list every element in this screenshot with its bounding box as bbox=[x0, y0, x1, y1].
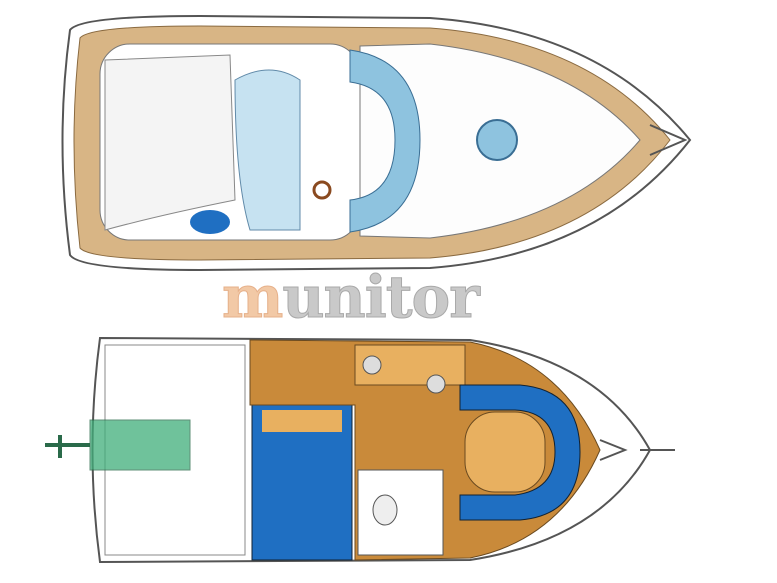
deck-plan-top-view bbox=[61, 14, 692, 272]
cockpit-seat bbox=[190, 210, 230, 234]
toilet bbox=[372, 494, 398, 526]
hatch bbox=[476, 119, 518, 161]
watermark-logo: munitor bbox=[221, 268, 480, 327]
engine bbox=[89, 419, 191, 471]
bow-rail bbox=[649, 124, 688, 156]
outdrive bbox=[45, 435, 90, 458]
bow-pulpit bbox=[599, 439, 675, 461]
head bbox=[357, 469, 444, 556]
stove bbox=[426, 374, 446, 394]
windshield bbox=[349, 49, 421, 233]
interior-plan-bottom-view bbox=[45, 336, 675, 564]
steering-wheel bbox=[312, 180, 332, 200]
sink bbox=[362, 355, 382, 375]
watermark-rest: unitor bbox=[282, 263, 480, 331]
dinette-table bbox=[464, 411, 546, 493]
watermark-lead: m bbox=[221, 263, 283, 331]
helm-arch bbox=[234, 69, 301, 231]
u-settee bbox=[459, 384, 581, 521]
aft-pillows bbox=[262, 410, 342, 432]
sunpad bbox=[104, 54, 236, 231]
